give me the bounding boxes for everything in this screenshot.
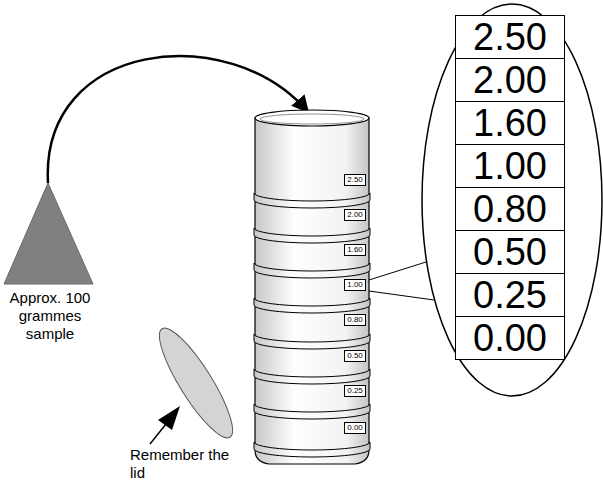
mesh-size: 0.50 [347, 352, 363, 360]
sieve-label: 0.50 [344, 350, 366, 362]
mesh-size: 0.50 [473, 233, 547, 271]
sieve-label: 0.25 [344, 385, 366, 397]
mesh-size-box: 1.60 [455, 101, 565, 145]
mesh-size: 0.25 [347, 387, 363, 395]
mesh-size-box: 2.50 [455, 15, 565, 59]
mesh-size: 2.00 [347, 211, 363, 219]
mesh-size: 0.25 [473, 276, 547, 314]
sieve-stack [254, 110, 370, 464]
mesh-size: 0.00 [347, 424, 363, 432]
mesh-size: 2.50 [473, 18, 547, 56]
mesh-size-box: 1.00 [455, 144, 565, 188]
callout-ellipse [422, 4, 602, 396]
mesh-size: 1.00 [473, 147, 547, 185]
mesh-size-box: 0.50 [455, 230, 565, 274]
lid [149, 320, 244, 446]
mesh-size: 0.80 [473, 190, 547, 228]
pointer-line [150, 424, 166, 444]
sieve-rim [254, 228, 370, 243]
mesh-size: 2.00 [473, 61, 547, 99]
sieve-label: 0.00 [344, 422, 366, 434]
leader-line [369, 262, 426, 280]
sieve-opening [255, 110, 369, 126]
sieve-body [255, 118, 369, 464]
note-label: Remember the lid [130, 446, 240, 482]
mesh-size: 0.00 [473, 319, 547, 357]
sieve-rim [254, 369, 370, 384]
mesh-size: 1.60 [347, 246, 363, 254]
mesh-size-box: 2.00 [455, 58, 565, 102]
mesh-size: 1.00 [347, 281, 363, 289]
sieve-rim [254, 263, 370, 278]
sample-pile [4, 183, 93, 284]
mesh-size: 1.60 [473, 104, 547, 142]
sieve-opening [260, 114, 364, 124]
sieve-rim [254, 298, 370, 313]
mesh-size-box: 0.80 [455, 187, 565, 231]
sieve-rim [254, 442, 370, 457]
sieve-label: 2.50 [344, 174, 366, 186]
mesh-size-box: 0.00 [455, 316, 565, 360]
mesh-size: 0.80 [347, 316, 363, 324]
mesh-size-box: 0.25 [455, 273, 565, 317]
pointer-head [158, 406, 180, 430]
leader-line [369, 291, 434, 300]
sieve-rim [254, 334, 370, 349]
note-label: Approx. 100 grammes sample [0, 289, 100, 343]
sieve-label: 0.80 [344, 314, 366, 326]
sieve-rim [254, 404, 370, 419]
sieve-label: 1.60 [344, 244, 366, 256]
sieve-label: 2.00 [344, 209, 366, 221]
sieve-rim [254, 193, 370, 208]
mesh-size: 2.50 [347, 176, 363, 184]
sieve-label: 1.00 [344, 279, 366, 291]
